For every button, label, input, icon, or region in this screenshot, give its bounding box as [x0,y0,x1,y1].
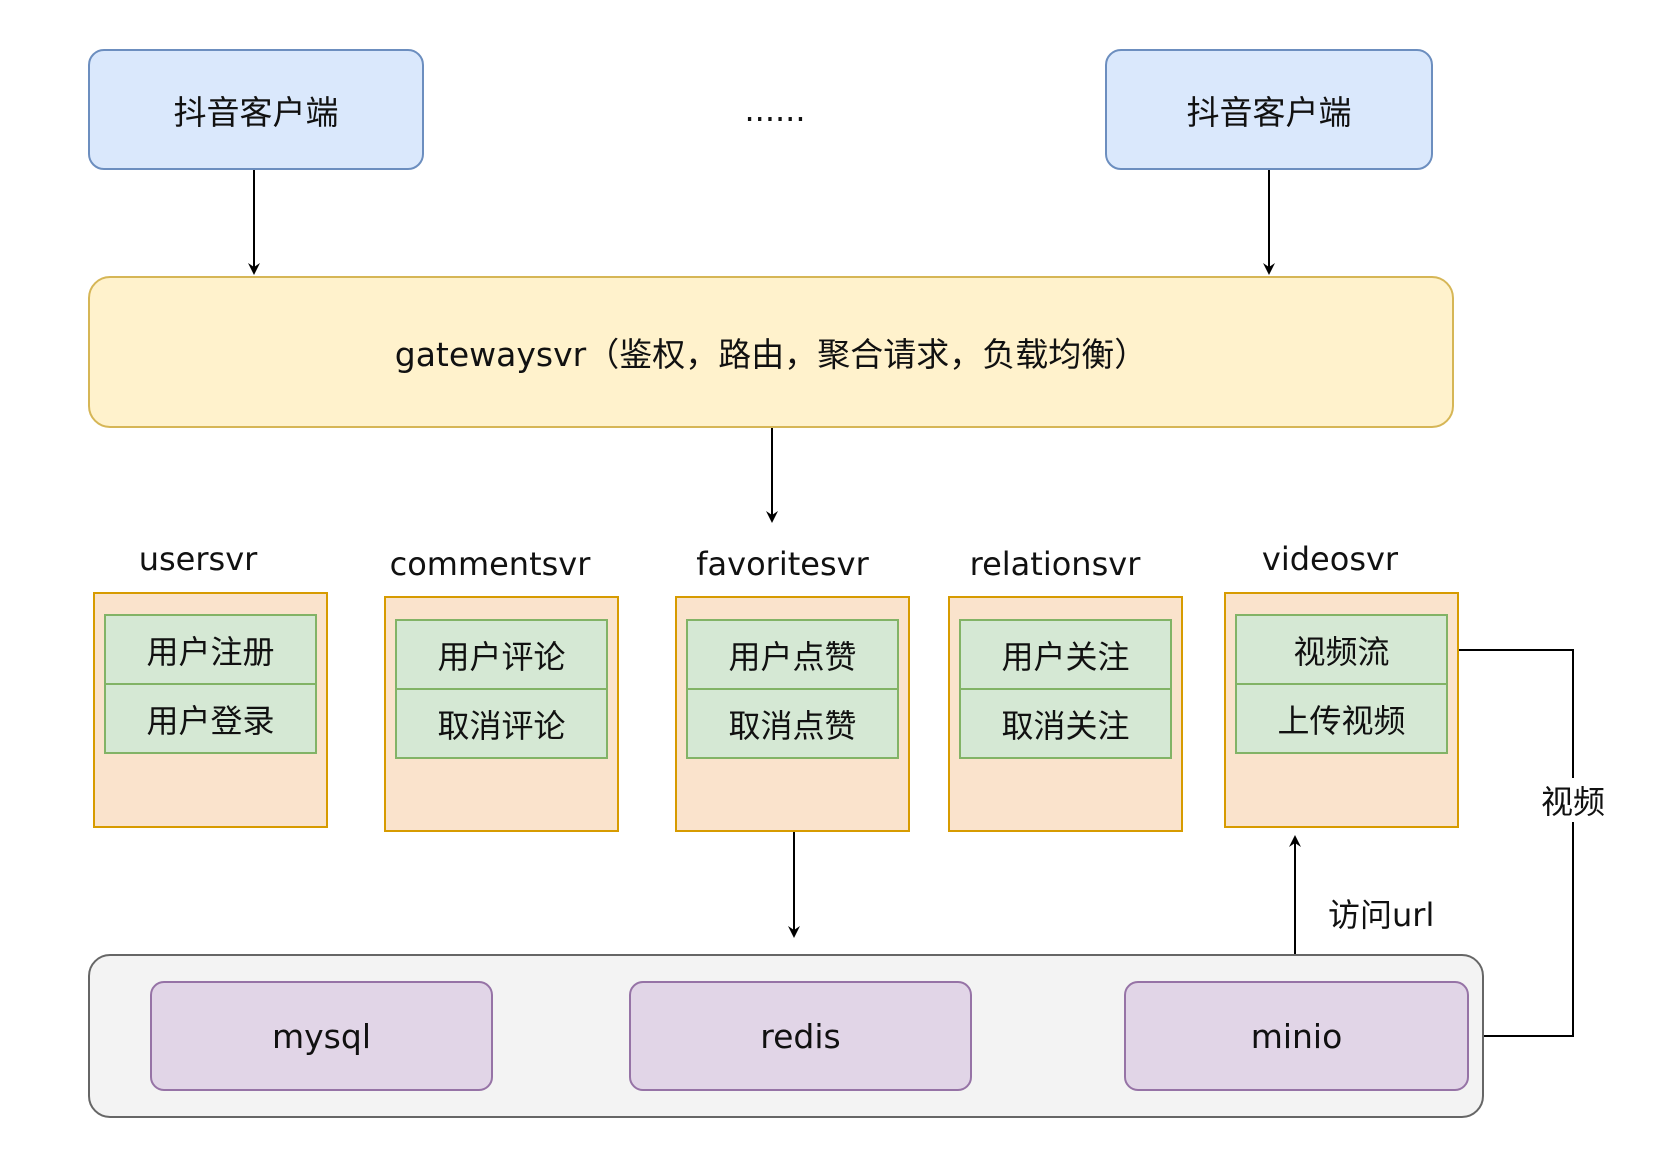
function-cancel-comment: 取消评论 [395,688,608,759]
service-title-videosvr: videosvr [1261,540,1399,578]
function-cancel-follow: 取消关注 [959,688,1172,759]
gateway-box: gatewaysvr（鉴权，路由，聚合请求，负载均衡） [88,276,1454,428]
function-user-login: 用户登录 [104,683,317,754]
store-mysql: mysql [150,981,493,1091]
client-label-right: 抖音客户端 [1186,92,1352,132]
store-redis: redis [629,981,972,1091]
function-video-feed: 视频流 [1235,614,1448,685]
client-label-left: 抖音客户端 [173,92,339,132]
arrow-video-stream-to-minio [1450,649,1574,1042]
client-box-right: 抖音客户端 [1105,49,1433,170]
function-user-follow: 用户关注 [959,619,1172,690]
client-box-left: 抖音客户端 [88,49,424,170]
service-title-relationsvr: relationsvr [969,545,1141,583]
ellipsis-text: ...... [744,91,806,129]
service-title-usersvr: usersvr [138,540,258,578]
edge-label-video: 视频 [1532,778,1614,822]
function-user-register: 用户注册 [104,614,317,685]
function-user-like: 用户点赞 [686,619,899,690]
store-minio: minio [1124,981,1469,1091]
function-cancel-like: 取消点赞 [686,688,899,759]
service-title-favoritesvr: favoritesvr [696,545,869,583]
function-upload-video: 上传视频 [1235,683,1448,754]
clients-ellipsis: ...... [700,85,850,135]
function-user-comment: 用户评论 [395,619,608,690]
service-title-commentsvr: commentsvr [389,545,591,583]
edge-label-access-url: 访问url [1328,893,1448,937]
gateway-label: gatewaysvr（鉴权，路由，聚合请求，负载均衡） [394,335,1148,374]
